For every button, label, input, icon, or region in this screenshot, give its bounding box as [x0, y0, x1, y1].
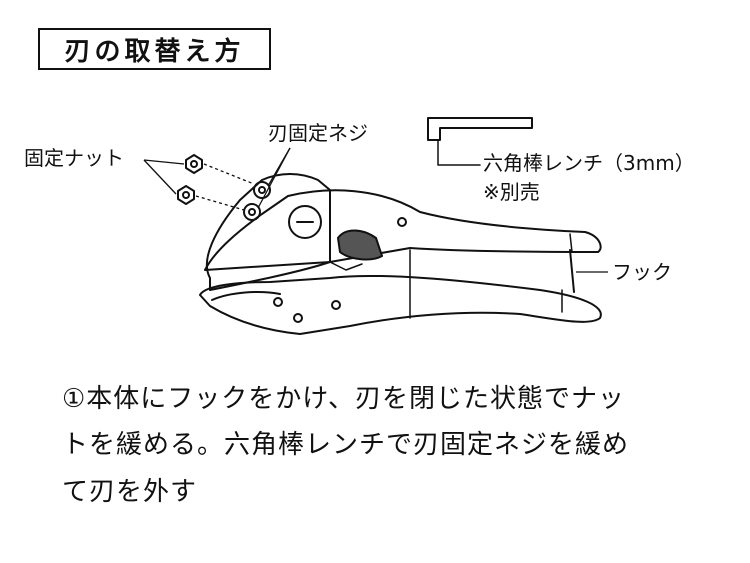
- hook-label: フック: [612, 260, 672, 284]
- blade-fixing-screw-label: 刃固定ネジ: [268, 121, 368, 145]
- fixing-nut-icon: [185, 154, 203, 174]
- blade-head: [205, 173, 331, 291]
- sold-separately-note: ※別売: [483, 180, 540, 204]
- hex-wrench-icon: [427, 117, 533, 141]
- fixing-nut-label: 固定ナット: [24, 146, 124, 170]
- instruction-line: トを緩める。六角棒レンチで刃固定ネジを緩め: [62, 430, 630, 460]
- section-title: 刃の取替え方: [38, 28, 271, 70]
- instruction-line: ①本体にフックをかけ、刃を閉じた状態でナッ: [62, 384, 626, 414]
- blade-screw-icon: [253, 181, 271, 199]
- ratchet-lever: [337, 229, 383, 261]
- blade-screw-icon: [243, 203, 261, 221]
- instruction-line: て刃を外す: [62, 477, 198, 507]
- hook-icon: [569, 249, 575, 293]
- fixing-nut-icon: [177, 185, 195, 205]
- hex-wrench-label: 六角棒レンチ（3mm）: [483, 151, 695, 175]
- lower-handle: [199, 274, 602, 335]
- upper-handle: [204, 189, 602, 271]
- pivot-screw-icon: [288, 205, 322, 239]
